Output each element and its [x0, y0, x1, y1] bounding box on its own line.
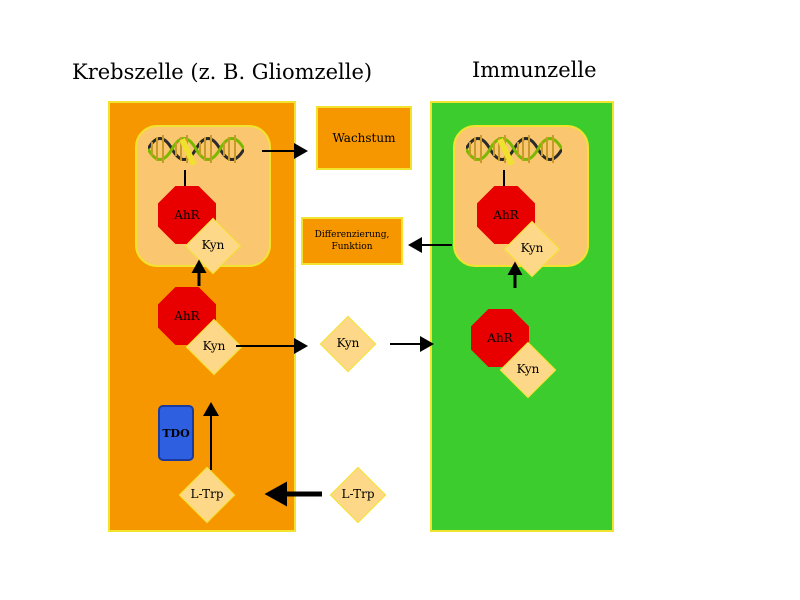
- growth-label: Wachstum: [332, 131, 396, 145]
- growth-box: Wachstum: [316, 106, 412, 170]
- differentiation-box: Differenzierung, Funktion: [301, 217, 403, 265]
- trp-label: L-Trp: [190, 487, 224, 501]
- ahr-label: AhR: [174, 208, 200, 222]
- ahr-receptor-cancer-cytoplasm: AhR: [158, 287, 216, 345]
- immune-cell-title: Immunzelle: [472, 58, 597, 82]
- kyn-label: Kyn: [202, 339, 226, 353]
- dna-helix-icon: [148, 135, 244, 166]
- ahr-receptor-immune-cytoplasm: AhR: [471, 309, 529, 367]
- dna-helix-icon: [466, 135, 562, 166]
- trp-label: L-Trp: [341, 487, 375, 501]
- ahr-label: AhR: [487, 331, 513, 345]
- ahr-label: AhR: [174, 309, 200, 323]
- tdo-enzyme: TDO: [158, 405, 194, 461]
- differentiation-label-line1: Differenzierung,: [314, 230, 390, 240]
- differentiation-label-line2: Funktion: [331, 242, 373, 252]
- kyn-label: Kyn: [516, 362, 540, 376]
- tdo-label: TDO: [162, 426, 190, 440]
- kyn-label: Kyn: [336, 336, 360, 350]
- ahr-label: AhR: [493, 208, 519, 222]
- kyn-label: Kyn: [201, 238, 225, 252]
- cancer-cell-title: Krebszelle (z. B. Gliomzelle): [72, 60, 373, 84]
- kyn-label: Kyn: [520, 241, 544, 255]
